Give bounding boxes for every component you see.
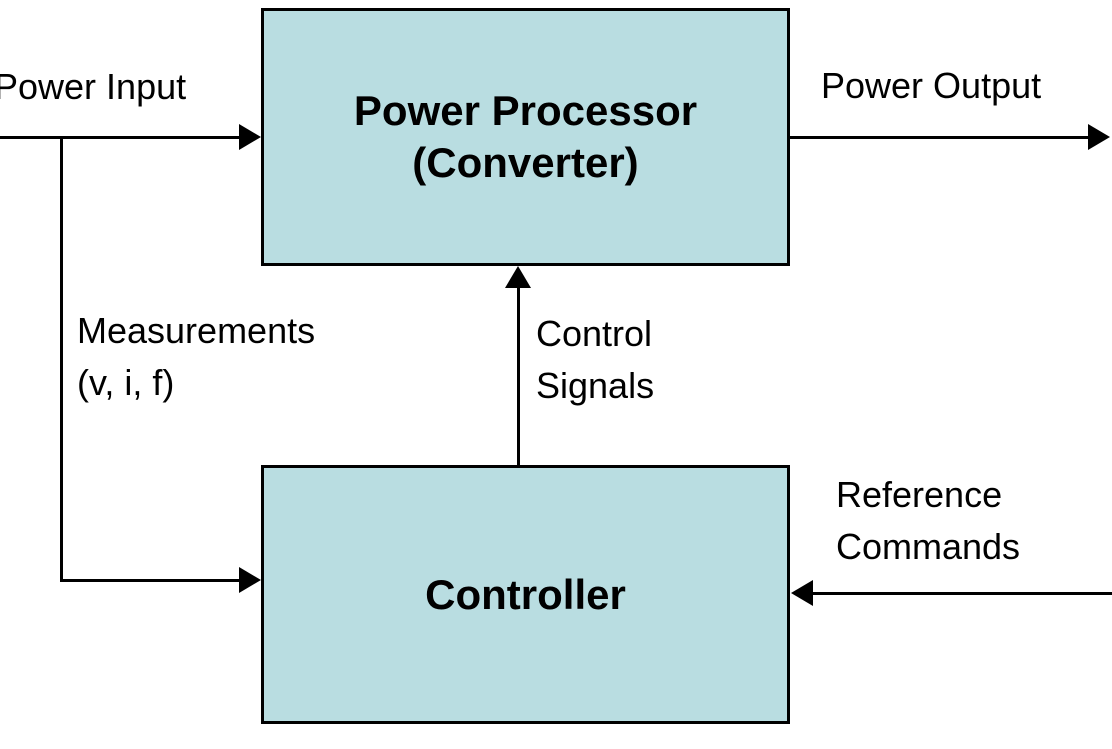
reference-commands-label-line2: Commands xyxy=(836,526,1021,567)
reference-commands-arrowhead-icon xyxy=(791,580,813,606)
block-controller: Controller xyxy=(261,465,790,724)
power-output-arrowhead-icon xyxy=(1088,124,1110,150)
reference-commands-line xyxy=(813,592,1112,595)
controller-title: Controller xyxy=(425,569,626,621)
measurements-label-line1: Measurements xyxy=(77,310,316,351)
power-processor-title: Power Processor (Converter) xyxy=(354,85,697,189)
power-output-line xyxy=(790,136,1090,139)
power-input-line xyxy=(0,136,240,139)
reference-commands-label: Reference Commands xyxy=(836,469,1020,573)
control-signals-label-line2: Signals xyxy=(536,365,655,406)
measurements-label-line2: (v, i, f) xyxy=(77,362,175,403)
control-signals-line xyxy=(517,288,520,465)
power-input-arrowhead-icon xyxy=(239,124,261,150)
control-signals-arrowhead-icon xyxy=(505,266,531,288)
measurements-label: Measurements (v, i, f) xyxy=(77,305,315,409)
power-output-label: Power Output xyxy=(821,65,1042,106)
power-processor-title-line2: (Converter) xyxy=(412,139,639,186)
measurements-branch-line xyxy=(60,136,63,582)
reference-commands-label-line1: Reference xyxy=(836,474,1003,515)
block-power-processor: Power Processor (Converter) xyxy=(261,8,790,266)
power-input-label: Power Input xyxy=(0,66,187,107)
control-signals-label-line1: Control xyxy=(536,313,653,354)
power-processor-title-line1: Power Processor xyxy=(353,87,698,134)
controller-title-label: Controller xyxy=(425,570,626,618)
measurements-line xyxy=(60,579,240,582)
measurements-arrowhead-icon xyxy=(239,567,261,593)
control-signals-label: Control Signals xyxy=(536,308,654,412)
